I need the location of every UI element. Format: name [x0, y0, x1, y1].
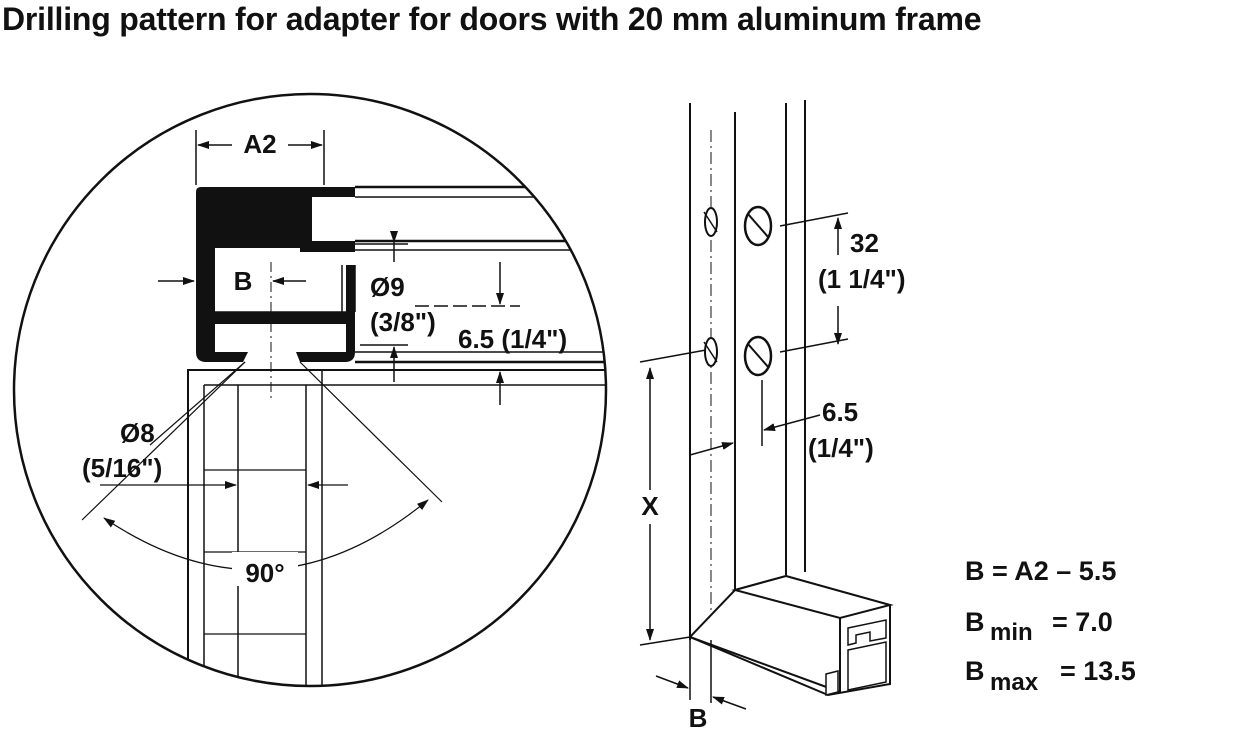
door-panel — [187, 369, 606, 686]
label-x: X — [641, 491, 659, 521]
label-dia9-inch: (3/8") — [370, 307, 436, 337]
dimension-b-bottom — [655, 640, 747, 710]
formula-bmax-subscript: max — [990, 669, 1039, 696]
label-6-5-left: 6.5 (1/4") — [458, 324, 567, 354]
dimension-a2 — [195, 130, 325, 185]
screw-lower — [743, 335, 773, 377]
dimension-6-5-right — [689, 380, 821, 456]
perspective-view — [689, 100, 894, 697]
screw-upper — [743, 205, 773, 247]
formulas: B = A2 – 5.5 B min = 7.0 B max = 13.5 — [965, 556, 1136, 696]
label-6-5-right: 6.5 — [822, 397, 858, 427]
detail-circle: A2 B Ø9 (3/8") 6.5 (1/4") — [12, 92, 608, 688]
label-32: 32 — [850, 228, 879, 258]
dimension-32 — [779, 212, 849, 353]
adapter-profile — [196, 187, 356, 362]
page-title: Drilling pattern for adapter for doors w… — [2, 1, 982, 37]
formula-bmin-value: = 7.0 — [1052, 607, 1113, 637]
angle-label-bg — [232, 552, 298, 586]
dimension-6-5-left — [400, 262, 598, 405]
label-6-5-right-inch: (1/4") — [808, 433, 874, 463]
formula-bmin-subscript: min — [990, 619, 1033, 646]
dimension-dia8 — [100, 361, 348, 489]
label-b-left: B — [234, 266, 253, 296]
dimension-x — [639, 349, 707, 646]
label-dia8: Ø8 — [120, 418, 155, 448]
label-b-bottom: B — [689, 703, 708, 730]
label-dia8-inch: (5/16") — [82, 453, 162, 483]
formula-bmin-symbol: B — [965, 607, 985, 637]
formula-bmax-value: = 13.5 — [1060, 656, 1136, 686]
label-a2: A2 — [243, 129, 276, 159]
label-angle: 90° — [245, 558, 284, 588]
label-dia9: Ø9 — [370, 272, 405, 302]
formula-b: B = A2 – 5.5 — [965, 556, 1116, 586]
formula-bmax-symbol: B — [965, 656, 985, 686]
label-32-inch: (1 1/4") — [818, 264, 905, 294]
dimension-dia9 — [352, 231, 408, 382]
